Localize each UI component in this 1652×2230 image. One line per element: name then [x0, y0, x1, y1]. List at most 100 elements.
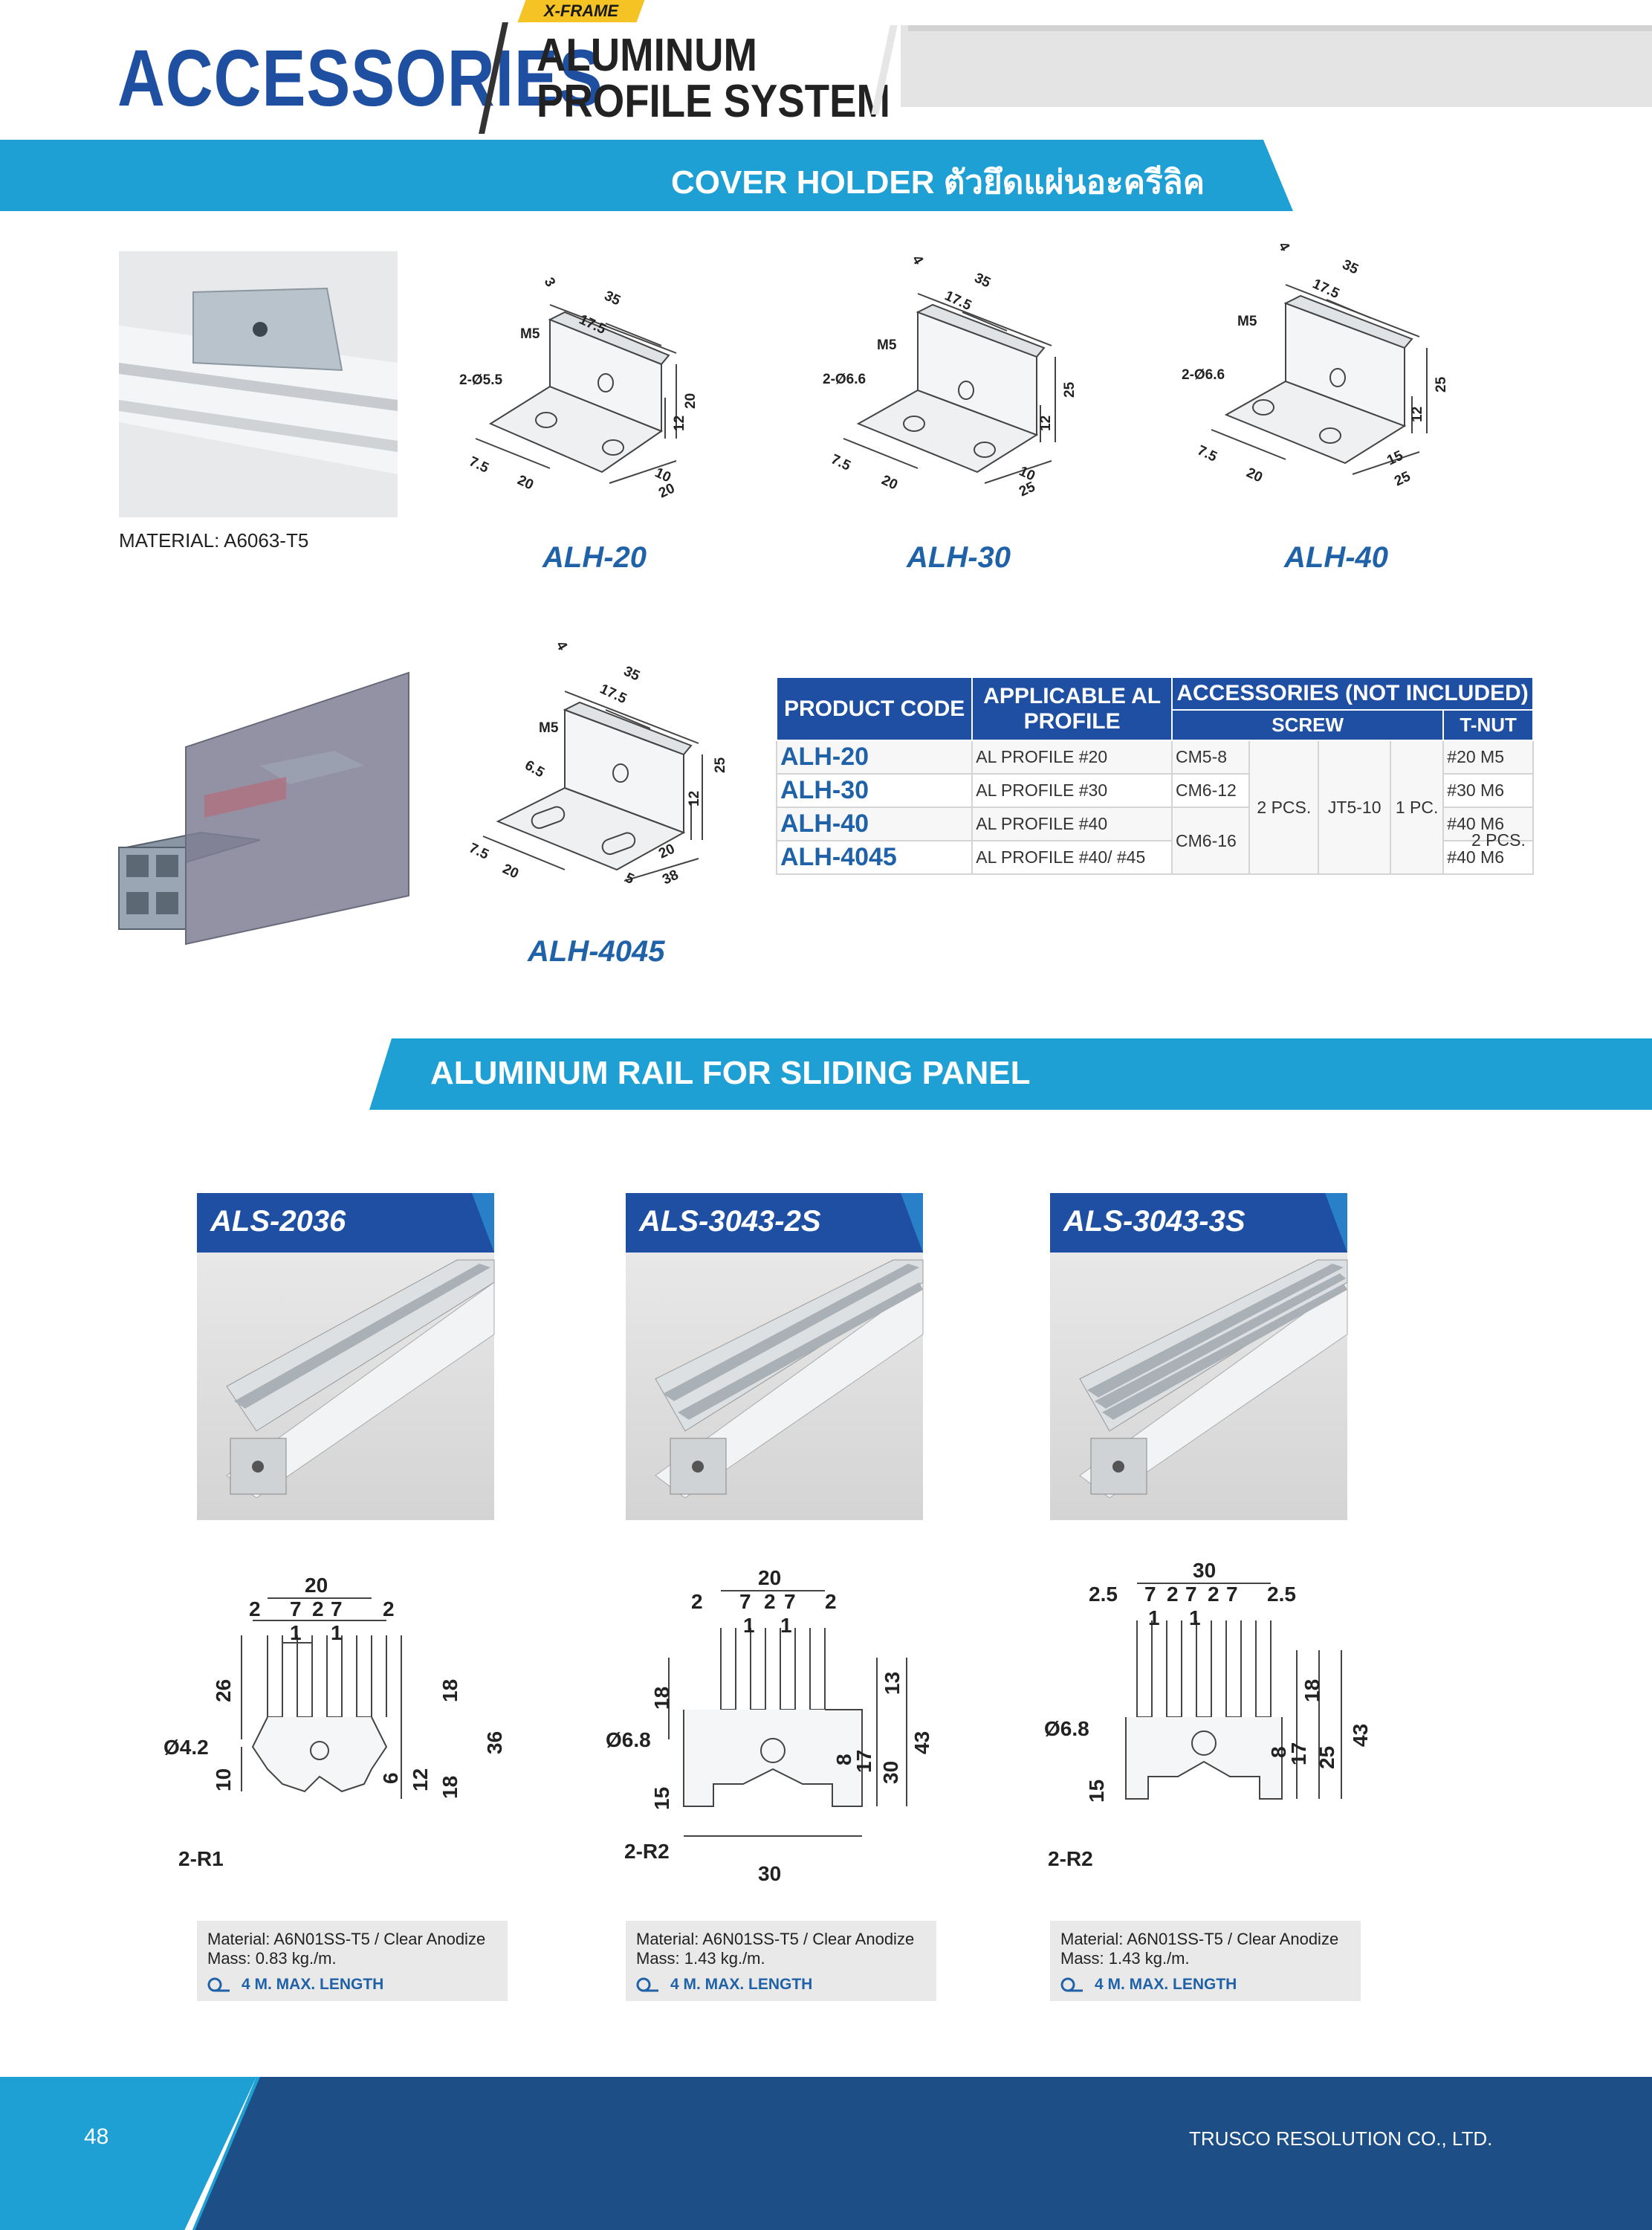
svg-text:17: 17 [852, 1750, 875, 1773]
svg-text:M5: M5 [1237, 314, 1257, 329]
svg-text:1: 1 [1148, 1606, 1160, 1629]
svg-text:2-R2: 2-R2 [1048, 1847, 1093, 1870]
svg-text:18: 18 [650, 1687, 673, 1710]
svg-text:5: 5 [623, 870, 637, 888]
svg-text:26: 26 [212, 1679, 235, 1702]
svg-text:8: 8 [832, 1754, 855, 1765]
svg-text:1: 1 [780, 1614, 792, 1637]
header-decoration-line [908, 25, 1652, 31]
svg-text:6: 6 [379, 1772, 402, 1784]
table-header-code: PRODUCT CODE [775, 676, 974, 741]
svg-text:1: 1 [1189, 1606, 1201, 1629]
svg-text:1: 1 [743, 1614, 755, 1637]
table-header-accessories: ACCESSORIES (NOT INCLUDED) [1171, 676, 1534, 711]
svg-text:7.5: 7.5 [467, 840, 491, 862]
svg-text:M5: M5 [520, 326, 540, 342]
svg-text:8: 8 [1267, 1746, 1290, 1758]
spec-box-als-3043-3s: Material: A6N01SS-T5 / Clear Anodize Mas… [1050, 1921, 1361, 2001]
product-code: ALS-2036 [210, 1205, 346, 1238]
spec-box-als-3043-2s: Material: A6N01SS-T5 / Clear Anodize Mas… [626, 1921, 936, 2001]
svg-text:35: 35 [602, 288, 623, 308]
svg-text:36: 36 [483, 1731, 506, 1754]
svg-text:1: 1 [331, 1621, 343, 1644]
table-row: ALH-30 AL PROFILE #30 CM6-12 #30 M6 [775, 773, 1534, 808]
svg-text:20: 20 [515, 472, 536, 493]
tape-measure-icon [207, 1977, 230, 1992]
svg-text:7.5: 7.5 [1195, 442, 1219, 465]
svg-text:Ø6.8: Ø6.8 [1044, 1717, 1089, 1740]
svg-text:15: 15 [1384, 447, 1405, 468]
svg-text:2: 2 [825, 1590, 837, 1613]
svg-text:7: 7 [290, 1597, 302, 1620]
svg-text:20: 20 [879, 472, 900, 493]
page-title: ACCESSORIES [117, 33, 603, 123]
table-header-profile: APPLICABLE AL PROFILE [971, 676, 1173, 741]
svg-text:2.5: 2.5 [1267, 1583, 1296, 1606]
svg-text:30: 30 [1193, 1559, 1216, 1582]
svg-text:M5: M5 [877, 337, 897, 353]
svg-text:38: 38 [660, 867, 681, 888]
material-text: Material: A6N01SS-T5 / Clear Anodize [1060, 1930, 1339, 1948]
svg-text:7: 7 [1226, 1583, 1238, 1606]
svg-text:2-Ø6.6: 2-Ø6.6 [1182, 367, 1225, 383]
section-banner-sliding-rail: ALUMINUM RAIL FOR SLIDING PANEL [369, 1038, 1652, 1110]
product-code: ALS-3043-2S [639, 1205, 821, 1238]
svg-text:4: 4 [553, 639, 571, 653]
max-length-text: 4 M. MAX. LENGTH [1095, 1976, 1237, 1993]
svg-text:4: 4 [1275, 239, 1293, 254]
svg-text:20: 20 [683, 393, 699, 409]
svg-text:Ø6.8: Ø6.8 [606, 1728, 651, 1751]
svg-text:1: 1 [290, 1621, 302, 1644]
svg-text:2-Ø6.6: 2-Ø6.6 [823, 372, 866, 387]
svg-text:18: 18 [1300, 1679, 1324, 1702]
rail-photo [626, 1253, 924, 1520]
svg-text:7.5: 7.5 [467, 453, 491, 476]
table-row: ALH-40 AL PROFILE #40 CM6-16 #40 M6 [775, 807, 1534, 875]
svg-text:25: 25 [1017, 479, 1037, 500]
als-3043-3s-drawing: 30 2.5 7 2 7 2 7 2.5 1 1 Ø6.8 15 2-R2 18… [1044, 1559, 1372, 1870]
alh-4045-drawing: 4 35 17.5 M5 6.5 25 12 7.5 20 5 20 38 [467, 639, 728, 888]
svg-text:18: 18 [438, 1776, 461, 1799]
page-number: 48 [84, 2124, 109, 2149]
svg-text:25: 25 [1392, 468, 1413, 489]
svg-text:30: 30 [879, 1761, 902, 1784]
svg-text:7: 7 [784, 1590, 796, 1613]
mass-text: Mass: 0.83 kg./m. [207, 1949, 337, 1968]
spec-box-als-2036: Material: A6N01SS-T5 / Clear Anodize Mas… [197, 1921, 508, 2001]
svg-text:30: 30 [758, 1862, 781, 1885]
rail-photo [1050, 1253, 1348, 1520]
svg-text:25: 25 [1315, 1746, 1338, 1769]
svg-text:2-R1: 2-R1 [178, 1847, 224, 1870]
product-card-als-2036: ALS-2036 [197, 1193, 495, 1520]
material-text: Material: A6N01SS-T5 / Clear Anodize [636, 1930, 915, 1948]
svg-text:7: 7 [1144, 1583, 1156, 1606]
svg-text:13: 13 [881, 1672, 904, 1695]
svg-text:2-Ø5.5: 2-Ø5.5 [459, 372, 503, 388]
svg-text:17: 17 [1287, 1742, 1310, 1765]
company-name: TRUSCO RESOLUTION CO., LTD. [1189, 2127, 1493, 2150]
als-2036-drawing: 20 2 7 2 7 2 1 1 Ø4.2 26 10 2-R1 18 6 12… [163, 1574, 506, 1870]
svg-text:12: 12 [1410, 407, 1425, 422]
svg-text:20: 20 [500, 861, 521, 882]
cover-holder-spec-table: PRODUCT CODE APPLICABLE AL PROFILE ACCES… [775, 676, 1534, 875]
material-text: Material: A6N01SS-T5 / Clear Anodize [207, 1930, 486, 1948]
table-header-tnut: T-NUT [1442, 709, 1534, 741]
svg-text:35: 35 [621, 663, 642, 684]
svg-text:7: 7 [1185, 1583, 1197, 1606]
tape-measure-icon [636, 1977, 658, 1992]
svg-text:25: 25 [1434, 376, 1449, 392]
alh-40-drawing: 4 35 17.5 M5 2-Ø6.6 25 12 7.5 20 15 25 [1182, 239, 1449, 490]
svg-text:18: 18 [438, 1679, 461, 1702]
svg-text:17.5: 17.5 [1310, 276, 1342, 302]
svg-text:Ø4.2: Ø4.2 [163, 1736, 209, 1759]
table-row: ALH-4045 AL PROFILE #40/ #45 #40 M6 [775, 840, 1534, 875]
svg-text:25: 25 [713, 757, 728, 773]
svg-text:25: 25 [1062, 381, 1078, 398]
als-3043-2s-drawing: 20 2 7 2 7 2 1 1 Ø6.8 18 15 2-R2 13 8 17… [606, 1566, 933, 1885]
max-length-text: 4 M. MAX. LENGTH [242, 1976, 384, 1993]
svg-text:35: 35 [1340, 256, 1361, 277]
svg-text:2: 2 [691, 1590, 703, 1613]
svg-text:7.5: 7.5 [829, 451, 853, 474]
svg-text:20: 20 [656, 481, 677, 502]
svg-text:2: 2 [249, 1597, 261, 1620]
